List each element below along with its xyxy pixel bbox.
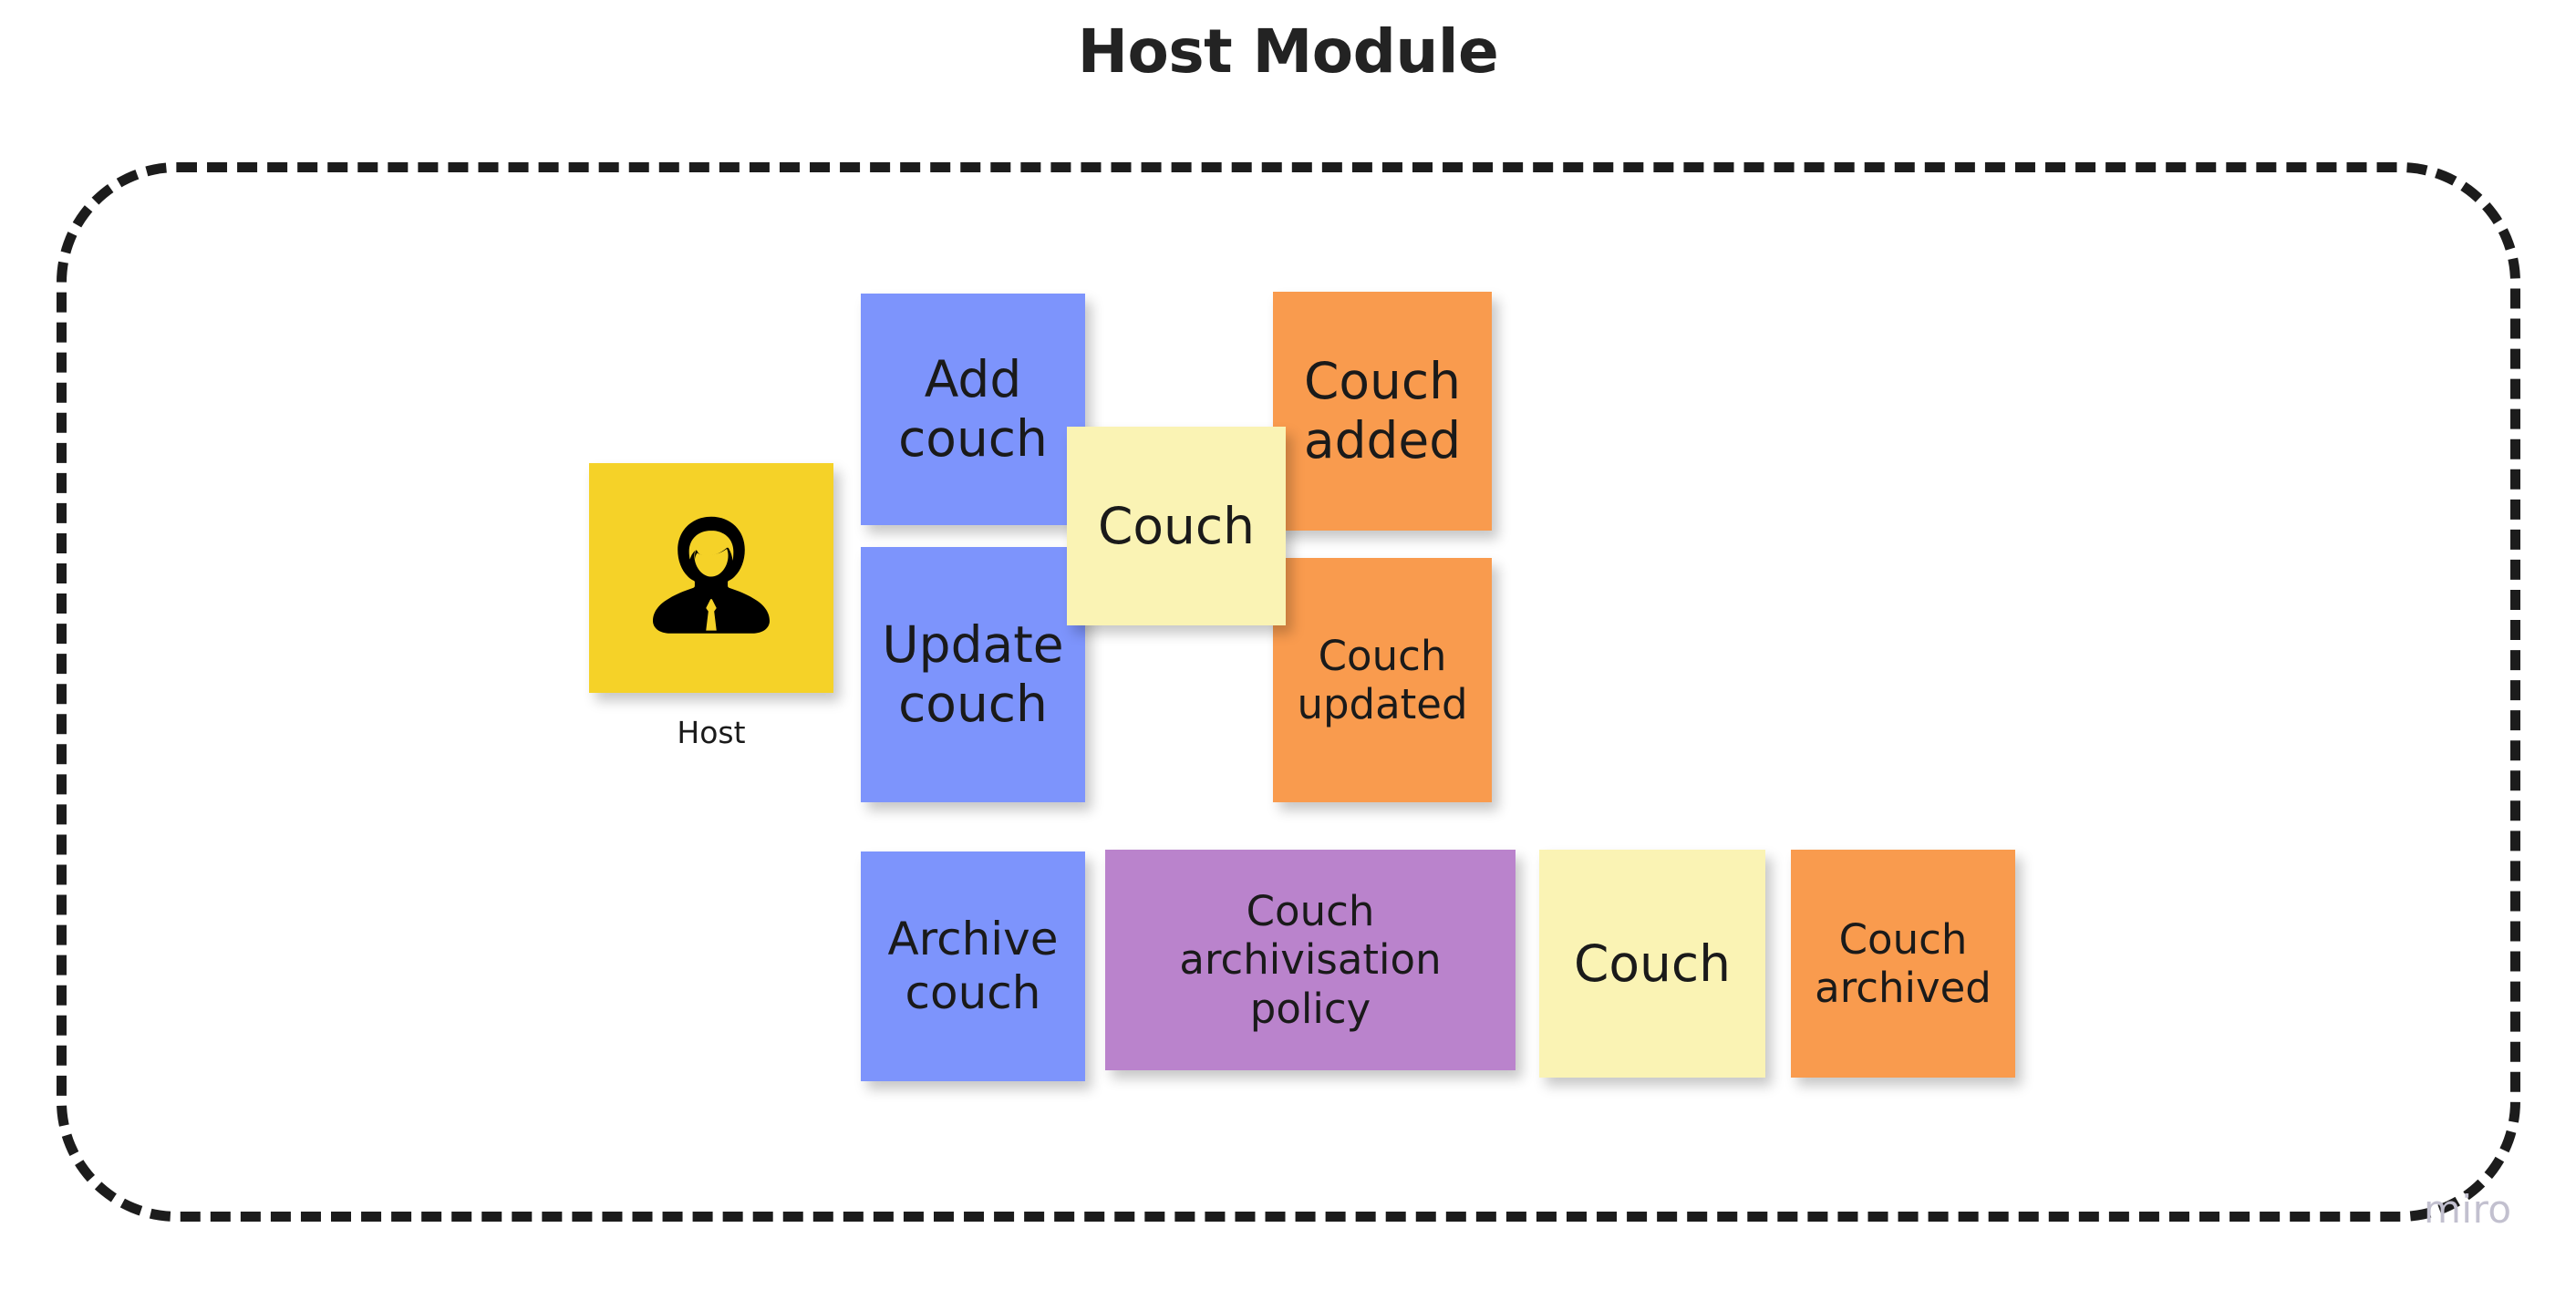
sticky-note-text: Update couch [882,615,1064,733]
host-module-boundary [57,162,2520,1222]
miro-watermark: miro [2424,1187,2512,1232]
sticky-note-text: Couch [1573,934,1731,993]
person-in-suit-icon [653,516,770,634]
sticky-note-text: Couch updated [1297,631,1468,728]
sticky-note-couch-aggregate-center[interactable]: Couch [1067,427,1286,625]
sticky-note-text: Couch [1097,496,1255,555]
host-actor-label: Host [677,715,746,750]
sticky-note-couch-archived[interactable]: Couch archived [1791,850,2015,1078]
sticky-note-add-couch[interactable]: Add couch [861,294,1085,525]
page-title: Host Module [1077,16,1499,87]
sticky-note-archive-couch[interactable]: Archive couch [861,851,1085,1081]
sticky-note-couch-aggregate-archive[interactable]: Couch [1539,850,1765,1078]
sticky-note-update-couch[interactable]: Update couch [861,547,1085,802]
sticky-note-text: Add couch [898,350,1048,468]
sticky-note-couch-archivisation-policy[interactable]: Couch archivisation policy [1105,850,1516,1070]
sticky-note-text: Couch archivisation policy [1179,887,1442,1033]
sticky-note-couch-updated[interactable]: Couch updated [1273,558,1492,802]
sticky-note-couch-added[interactable]: Couch added [1273,292,1492,531]
sticky-note-text: Couch archived [1815,914,1991,1012]
sticky-note-text: Couch added [1303,352,1462,470]
sticky-note-host-actor[interactable] [589,463,833,693]
sticky-note-text: Archive couch [887,913,1059,1019]
